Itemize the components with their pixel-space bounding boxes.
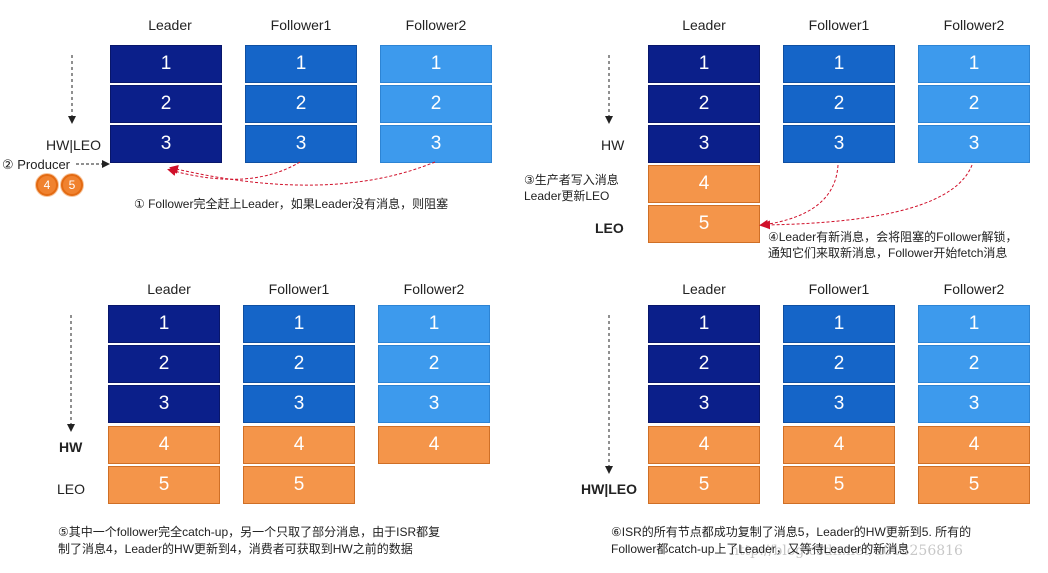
follower1-msg-1: 1: [243, 305, 355, 343]
producer-msg-4: 4: [36, 174, 58, 196]
leader-msg-3: 3: [648, 385, 760, 423]
follower2-label: Follower2: [403, 281, 465, 297]
step-3-note-line-2: Leader更新LEO: [524, 189, 610, 203]
step-5-note-line-2: 制了消息4，Leader的HW更新到4，消费者可获取到HW之前的数据: [58, 542, 413, 556]
follower1-msg-3: 3: [783, 385, 895, 423]
follower2-msg-2: 2: [918, 85, 1030, 123]
leader-msg-1: 1: [108, 305, 220, 343]
follower1-msg-4: 4: [783, 426, 895, 464]
follower1-label: Follower1: [268, 281, 330, 297]
follower2-label: Follower2: [405, 17, 467, 33]
leader-msg-1: 1: [110, 45, 222, 83]
follower1-msg-1: 1: [783, 45, 895, 83]
leader-msg-3: 3: [110, 125, 222, 163]
follower1-label: Follower1: [808, 17, 870, 33]
leader-msg-4: 4: [108, 426, 220, 464]
leo-marker: LEO: [57, 481, 86, 497]
follower1-msg-3: 3: [783, 125, 895, 163]
step-1-note: ① Follower完全赶上Leader，如果Leader没有消息，则阻塞: [134, 197, 449, 211]
leader-label: Leader: [147, 281, 191, 297]
leader-msg-5: 5: [108, 466, 220, 504]
follower2-label: Follower2: [943, 281, 1005, 297]
follower1-msg-3: 3: [243, 385, 355, 423]
follower1-unblock-arrow: [759, 164, 839, 229]
follower2-msg-4: 4: [918, 426, 1030, 464]
follower2-msg-2: 2: [918, 345, 1030, 383]
step-6-note-line-1: ⑥ISR的所有节点都成功复制了消息5，Leader的HW更新到5. 所有的: [611, 525, 972, 539]
leader-msg-4: 4: [648, 426, 760, 464]
leo-marker: LEO: [595, 220, 624, 236]
follower1-label: Follower1: [270, 17, 332, 33]
follower1-msg-2: 2: [243, 345, 355, 383]
follower2-msg-1: 1: [918, 305, 1030, 343]
follower2-msg-2: 2: [380, 85, 492, 123]
leader-msg-1: 1: [648, 305, 760, 343]
follower1-msg-5: 5: [243, 466, 355, 504]
hw-marker: HW: [601, 137, 625, 153]
follower1-msg-4: 4: [243, 426, 355, 464]
follower2-msg-5: 5: [918, 466, 1030, 504]
leader-msg-2: 2: [648, 345, 760, 383]
leader-label: Leader: [148, 17, 192, 33]
leader-msg-2: 2: [110, 85, 222, 123]
producer-label: ② Producer: [2, 157, 71, 172]
leader-msg-2: 2: [108, 345, 220, 383]
follower1-msg-2: 2: [245, 85, 357, 123]
follower1-msg-2: 2: [783, 85, 895, 123]
leader-label: Leader: [682, 281, 726, 297]
follower1-msg-5: 5: [783, 466, 895, 504]
step-4-note-line-2: 通知它们来取新消息，Follower开始fetch消息: [768, 246, 1008, 260]
follower1-msg-2: 2: [783, 345, 895, 383]
follower1-msg-1: 1: [245, 45, 357, 83]
follower2-msg-1: 1: [380, 45, 492, 83]
hw-leo-marker-text: HW|LEO: [581, 481, 638, 497]
step-6-note-line-2: Follower都catch-up上了Leader，又等待Leader的新消息: [611, 542, 910, 556]
producer-msg-5: 5: [61, 174, 83, 196]
leader-label: Leader: [682, 17, 726, 33]
follower2-label: Follower2: [943, 17, 1005, 33]
hw-leo-marker: HW|LEO: [46, 137, 101, 153]
follower2-msg-3: 3: [918, 385, 1030, 423]
leader-msg-2: 2: [648, 85, 760, 123]
follower2-msg-3: 3: [380, 125, 492, 163]
step-3-note-line-1: ③生产者写入消息: [524, 173, 619, 187]
follower1-msg-1: 1: [783, 305, 895, 343]
leader-msg-1: 1: [648, 45, 760, 83]
hw-marker: HW: [59, 439, 83, 455]
follower1-label: Follower1: [808, 281, 870, 297]
follower2-msg-2: 2: [378, 345, 490, 383]
leader-msg-3: 3: [108, 385, 220, 423]
follower2-unblock-arrow: [761, 164, 973, 230]
follower1-msg-3: 3: [245, 125, 357, 163]
follower2-msg-1: 1: [378, 305, 490, 343]
step-5-note-line-1: ⑤其中一个follower完全catch-up，另一个只取了部分消息，由于ISR…: [58, 525, 441, 539]
leader-msg-4: 4: [648, 165, 760, 203]
follower2-msg-3: 3: [378, 385, 490, 423]
follower2-fetch-arrow: [169, 161, 436, 186]
follower2-msg-4: 4: [378, 426, 490, 464]
watermark: http://blog.csdn.net/u013256816: [730, 543, 963, 559]
step-4-note-line-1: ④Leader有新消息，会将阻塞的Follower解锁，: [768, 230, 1018, 244]
leader-msg-5: 5: [648, 466, 760, 504]
leader-msg-3: 3: [648, 125, 760, 163]
follower1-fetch-arrow: [167, 161, 301, 180]
hw-leo-marker: HW|LEO: [581, 481, 637, 497]
follower2-msg-3: 3: [918, 125, 1030, 163]
follower2-msg-1: 1: [918, 45, 1030, 83]
